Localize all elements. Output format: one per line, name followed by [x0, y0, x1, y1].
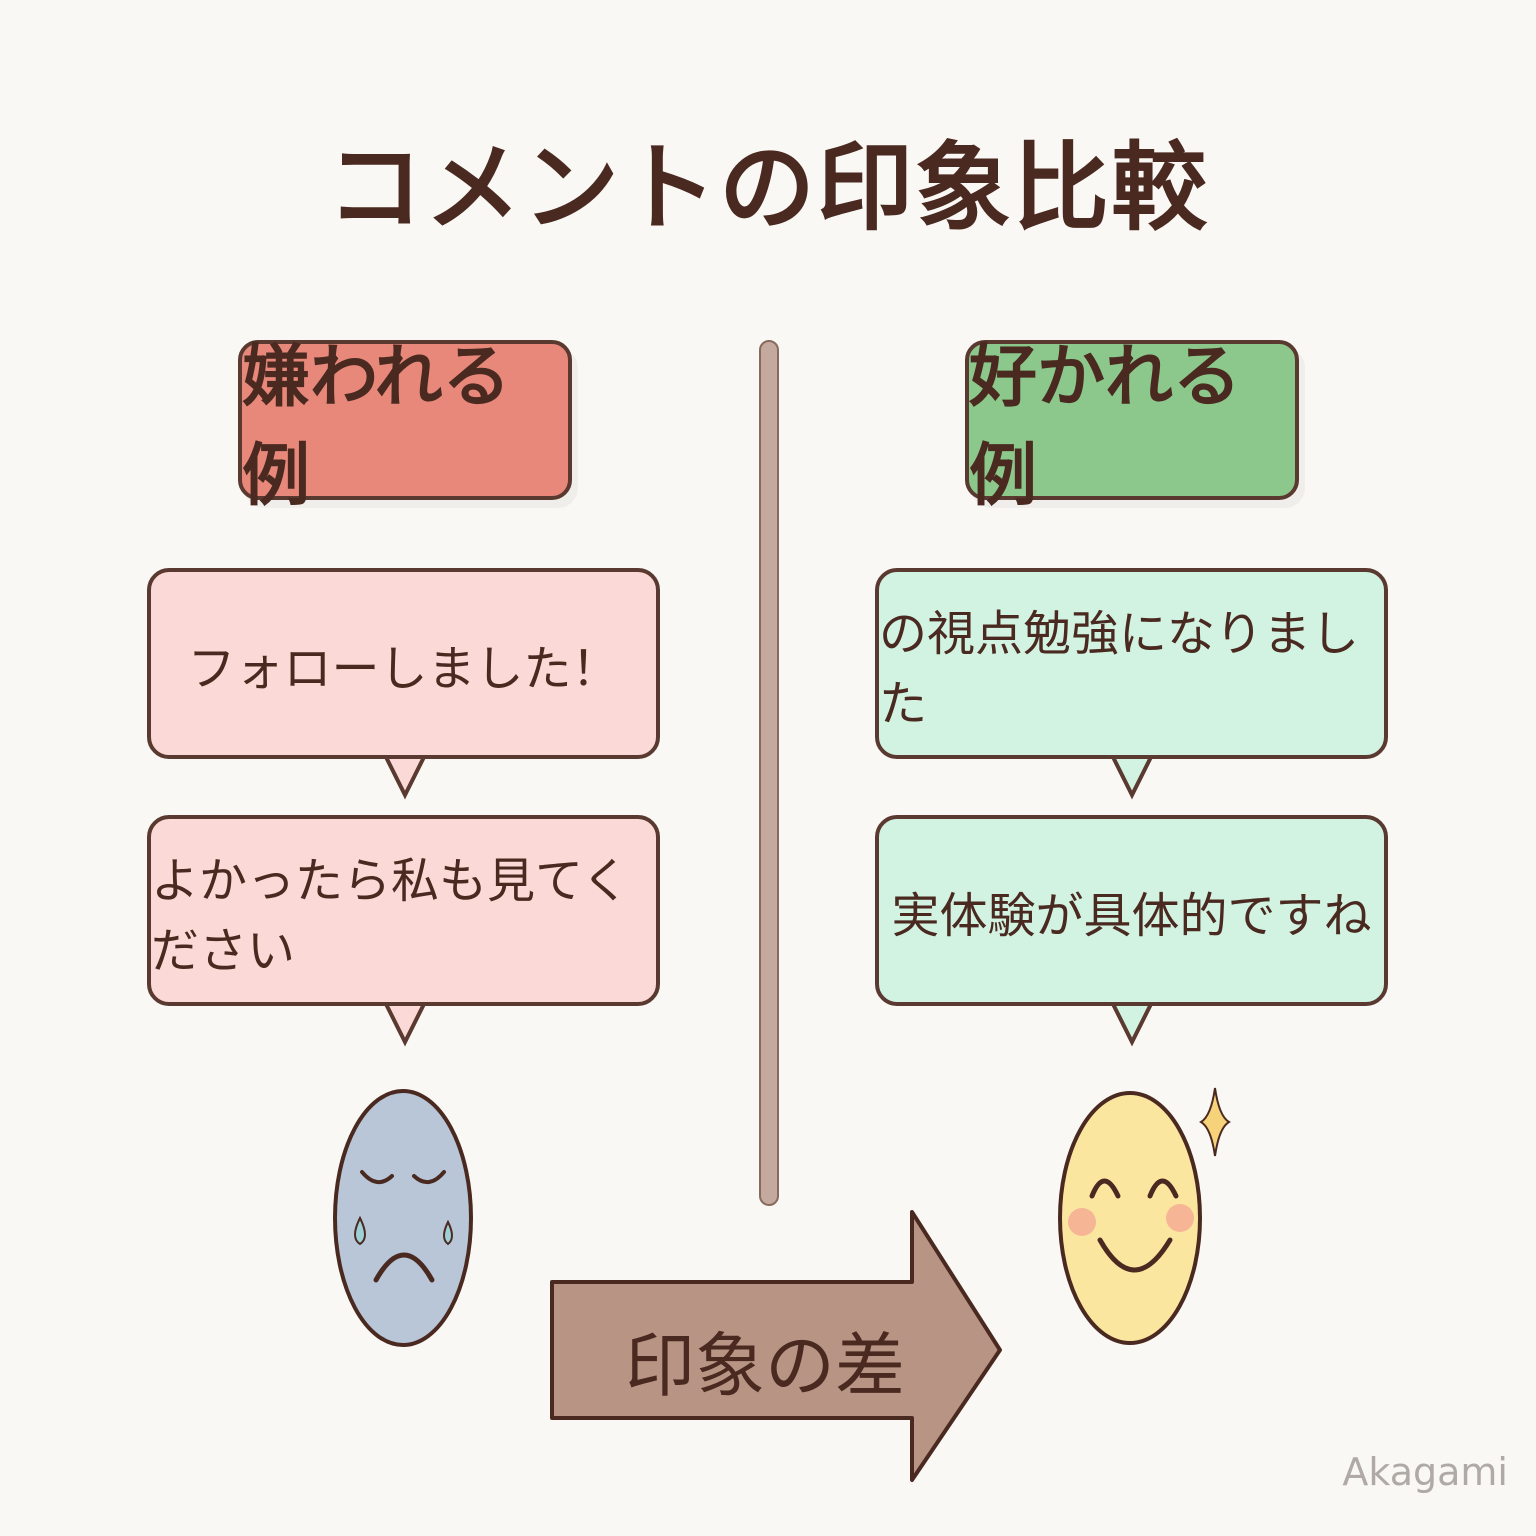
bubble-tail [381, 1000, 429, 1047]
sad-face-icon [333, 1089, 473, 1347]
page-title: コメントの印象比較 [327, 132, 1209, 244]
good-comment-bubble: 実体験が具体的ですね [875, 815, 1388, 1006]
sparkle-icon [1199, 1087, 1231, 1157]
signature: Akagami [1342, 1450, 1508, 1494]
center-divider [759, 340, 779, 1206]
good-comment-bubble: の視点勉強になりました [875, 568, 1388, 759]
bad-comment-bubble: よかったら私も見てください [147, 815, 660, 1006]
arrow-label: 印象の差 [625, 1325, 905, 1407]
bubble-tail [1108, 1000, 1156, 1047]
bubble-tail [381, 753, 429, 800]
happy-face-icon [1058, 1091, 1202, 1345]
good-example-header: 好かれる例 [965, 338, 1299, 516]
bubble-tail [1108, 753, 1156, 800]
bad-comment-bubble: フォローしました！ [147, 568, 660, 759]
impact-arrow [550, 1210, 1002, 1482]
